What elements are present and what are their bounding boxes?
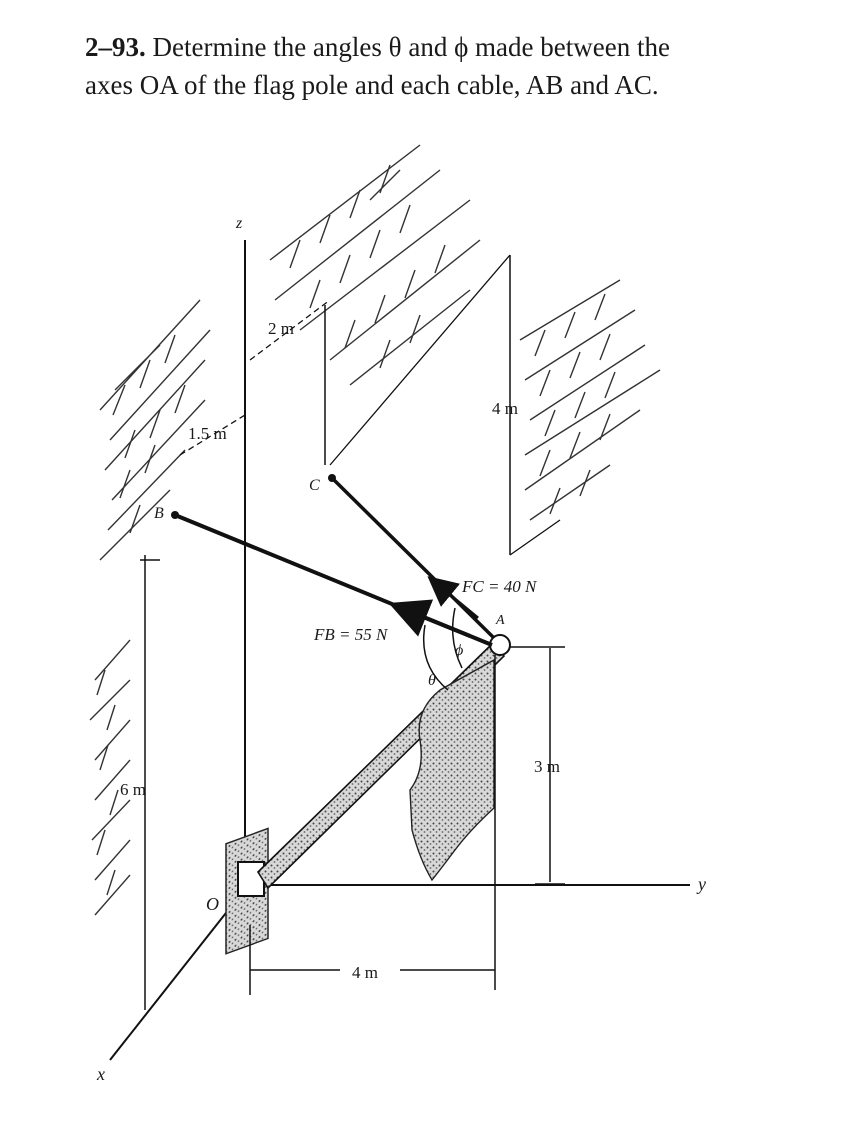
problem-line-1: 2–93. Determine the angles θ and ϕ made … (85, 28, 785, 66)
label-x: x (96, 1064, 105, 1084)
label-4m-bottom: 4 m (352, 963, 378, 982)
label-1-5m: 1.5 m (188, 424, 227, 443)
label-o: O (206, 894, 219, 914)
force-arrow-fb (388, 599, 471, 638)
wall-diagonal-top (249, 299, 331, 361)
cable-ac (330, 476, 496, 640)
label-force-fb: FB = 55 N (313, 625, 389, 644)
wall-base-right (509, 519, 561, 556)
label-c: C (309, 477, 320, 494)
brick-wall-left-bottom (89, 639, 131, 916)
brick-wall-top-center (269, 144, 481, 386)
label-force-fc: FC = 40 N (461, 577, 538, 596)
label-b: B (154, 505, 164, 522)
problem-number: 2–93. (85, 32, 146, 62)
flag (409, 658, 495, 882)
label-y: y (696, 874, 706, 894)
label-theta: θ (428, 672, 436, 689)
x-axis (109, 884, 249, 1061)
force-arrow-fc (427, 576, 479, 620)
angle-arc-phi (451, 607, 463, 669)
brick-wall-left-top (99, 299, 211, 561)
angle-arc-theta (422, 624, 449, 691)
label-4m-top: 4 m (492, 399, 518, 418)
wall-mount-bracket (237, 861, 265, 897)
label-a: A (495, 613, 505, 628)
label-phi: ϕ (455, 642, 463, 659)
brick-wall-right (519, 279, 661, 521)
label-z: z (235, 215, 243, 232)
label-2m: 2 m (268, 319, 294, 338)
label-3m: 3 m (534, 757, 560, 776)
problem-text-1: Determine the angles θ and ϕ made betwee… (152, 32, 670, 62)
point-c (328, 474, 336, 482)
label-6m: 6 m (120, 780, 146, 799)
point-b (171, 511, 179, 519)
wall-diagonal-c (329, 254, 511, 466)
wall-diagonal-b (179, 414, 246, 456)
problem-statement: 2–93. Determine the angles θ and ϕ made … (85, 28, 785, 104)
problem-line-2: axes OA of the flag pole and each cable,… (85, 70, 659, 100)
